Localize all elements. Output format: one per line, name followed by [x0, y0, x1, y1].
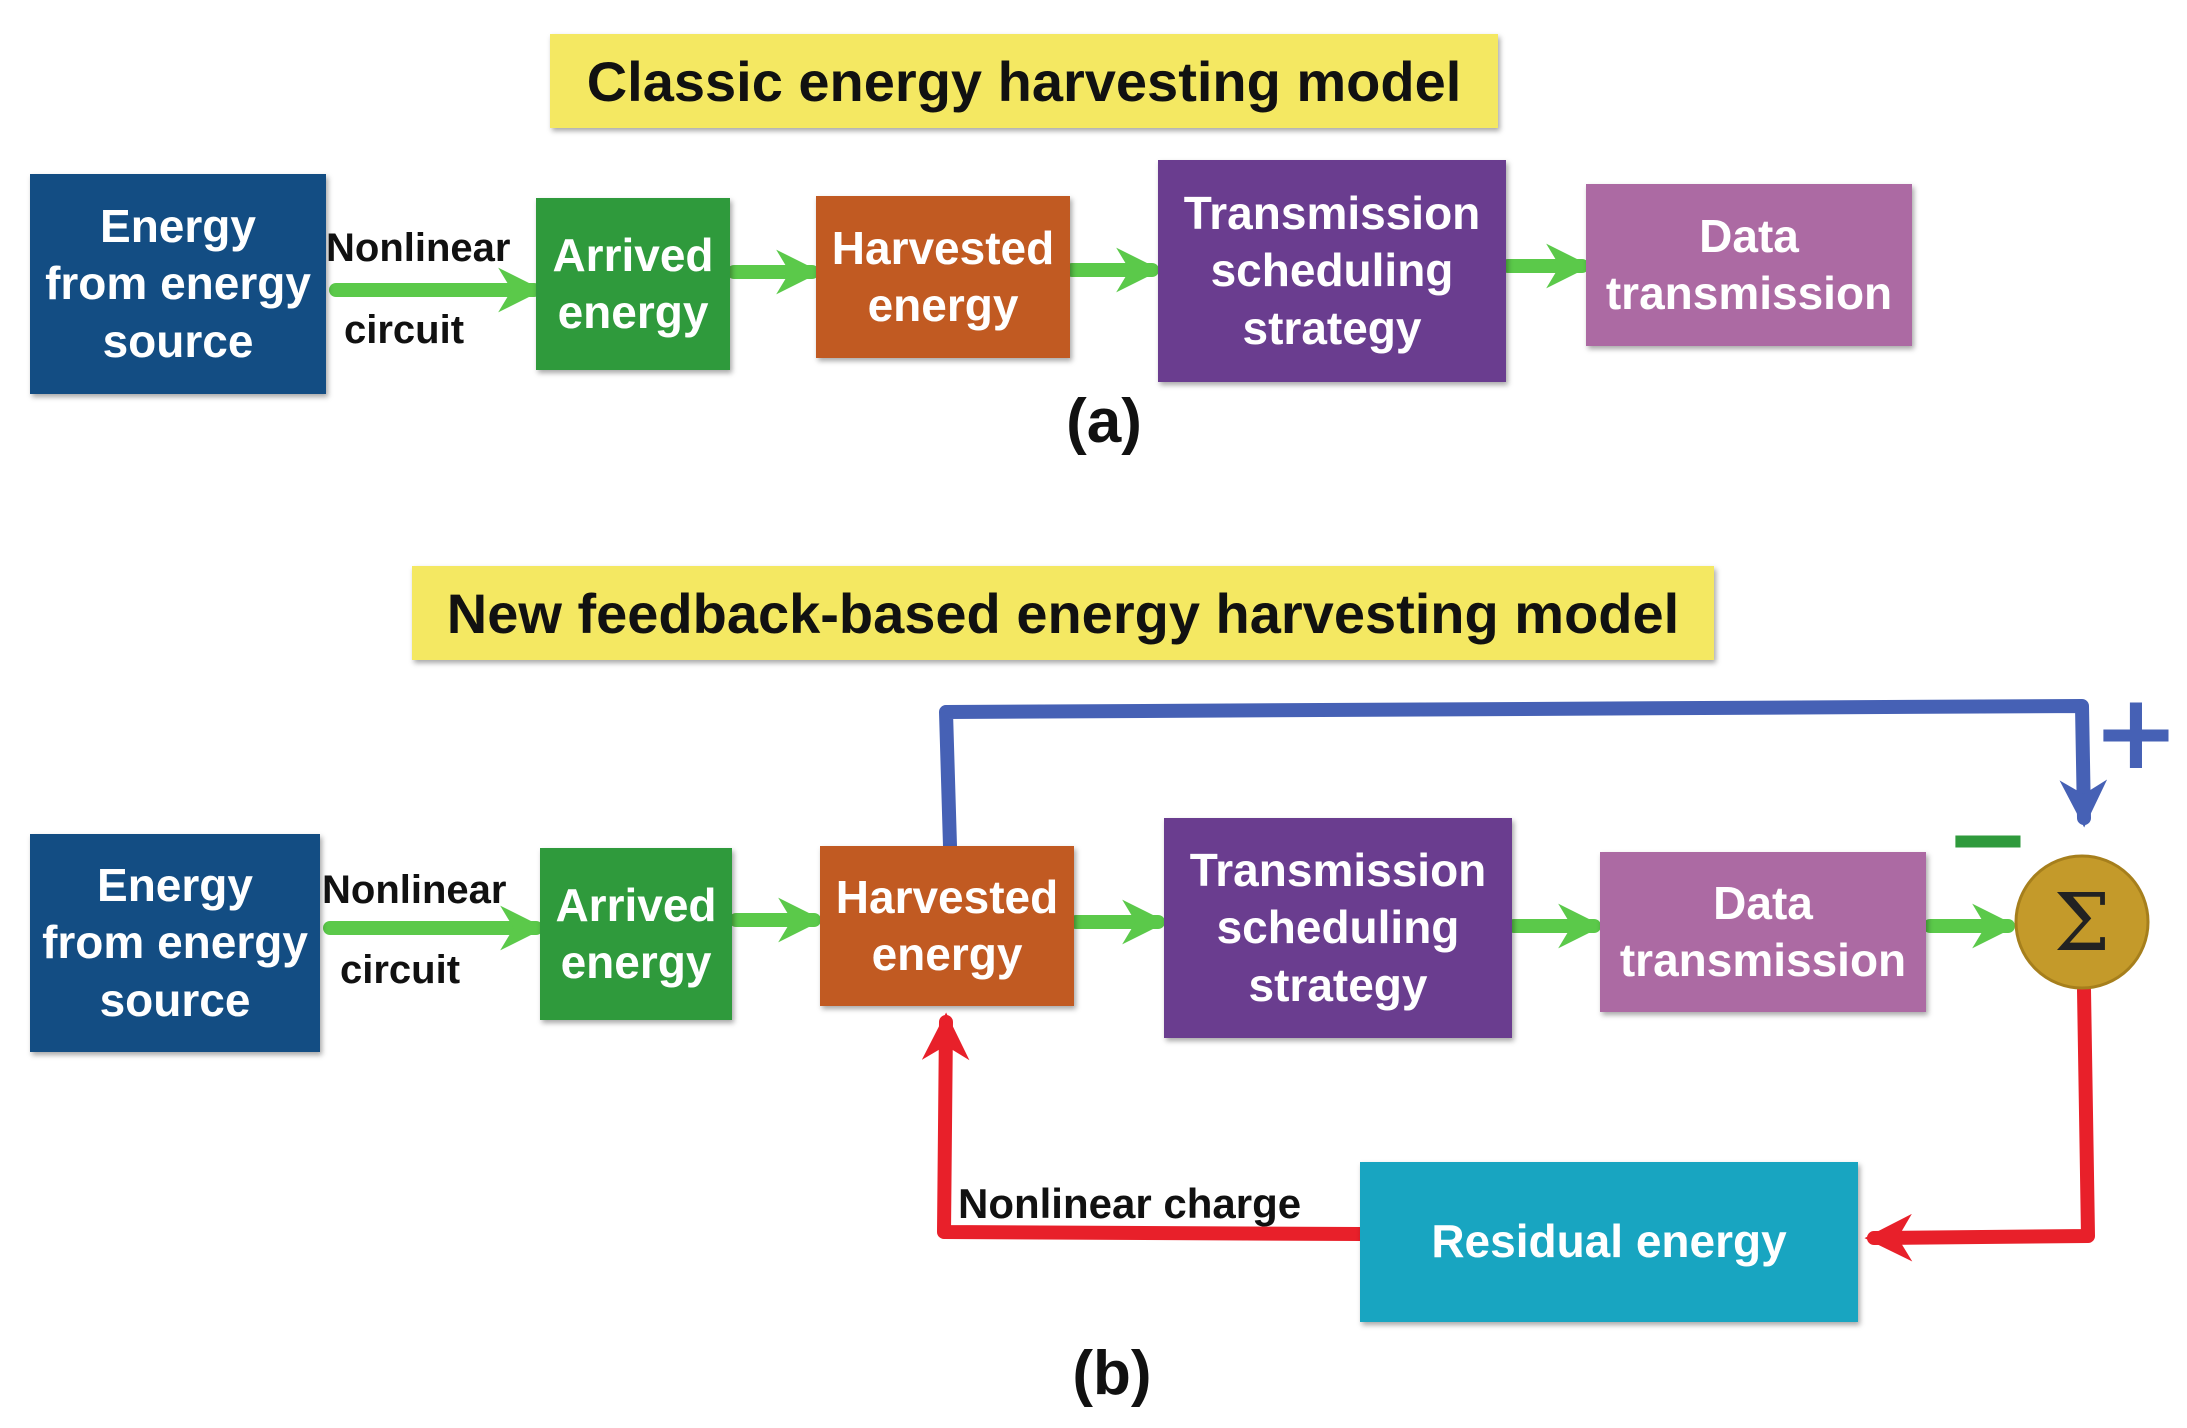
panel-a-arrived-box: Arrived energy — [536, 198, 730, 370]
red-residual-to-harvested-arrow — [921, 1012, 1367, 1241]
panel-b-nonlinear-label: Nonlinear — [322, 868, 507, 912]
panel-a-source-box: Energy from energy source — [30, 174, 326, 394]
panel-b-arrived-box: Arrived energy — [540, 848, 732, 1020]
panel-a-scheduling-box: Transmission scheduling strategy — [1158, 160, 1506, 382]
panel-b-data-box: Data transmission — [1600, 852, 1926, 1012]
panel-b-harvested-box: Harvested energy — [820, 846, 1074, 1006]
panel-b-caption: (b) — [1072, 1339, 1152, 1408]
residual-energy-box: Residual energy — [1360, 1162, 1858, 1322]
nonlinear-charge-label: Nonlinear charge — [958, 1180, 1302, 1227]
plus-sign: + — [2092, 671, 2179, 793]
panel-a-title: Classic energy harvesting model — [550, 34, 1498, 128]
panel-b-circuit-label: circuit — [340, 948, 461, 992]
panel-b-source-box: Energy from energy source — [30, 834, 320, 1052]
panel-a-data-box: Data transmission — [1586, 184, 1912, 346]
panel-a-harvested-box: Harvested energy — [816, 196, 1070, 358]
summing-node — [2014, 854, 2150, 990]
minus-sign: − — [1944, 777, 2031, 899]
red-sum-to-residual-arrow — [1864, 983, 2095, 1262]
panel-a-circuit-label: circuit — [344, 308, 465, 352]
panel-a-caption: (a) — [1066, 387, 1142, 456]
panel-a-nonlinear-label: Nonlinear — [326, 226, 511, 270]
blue-reference-arrow — [939, 699, 2108, 853]
sum-symbol: Σ — [2054, 876, 2111, 969]
panel-b-title: New feedback-based energy harvesting mod… — [412, 566, 1714, 660]
panel-b-scheduling-box: Transmission scheduling strategy — [1164, 818, 1512, 1038]
